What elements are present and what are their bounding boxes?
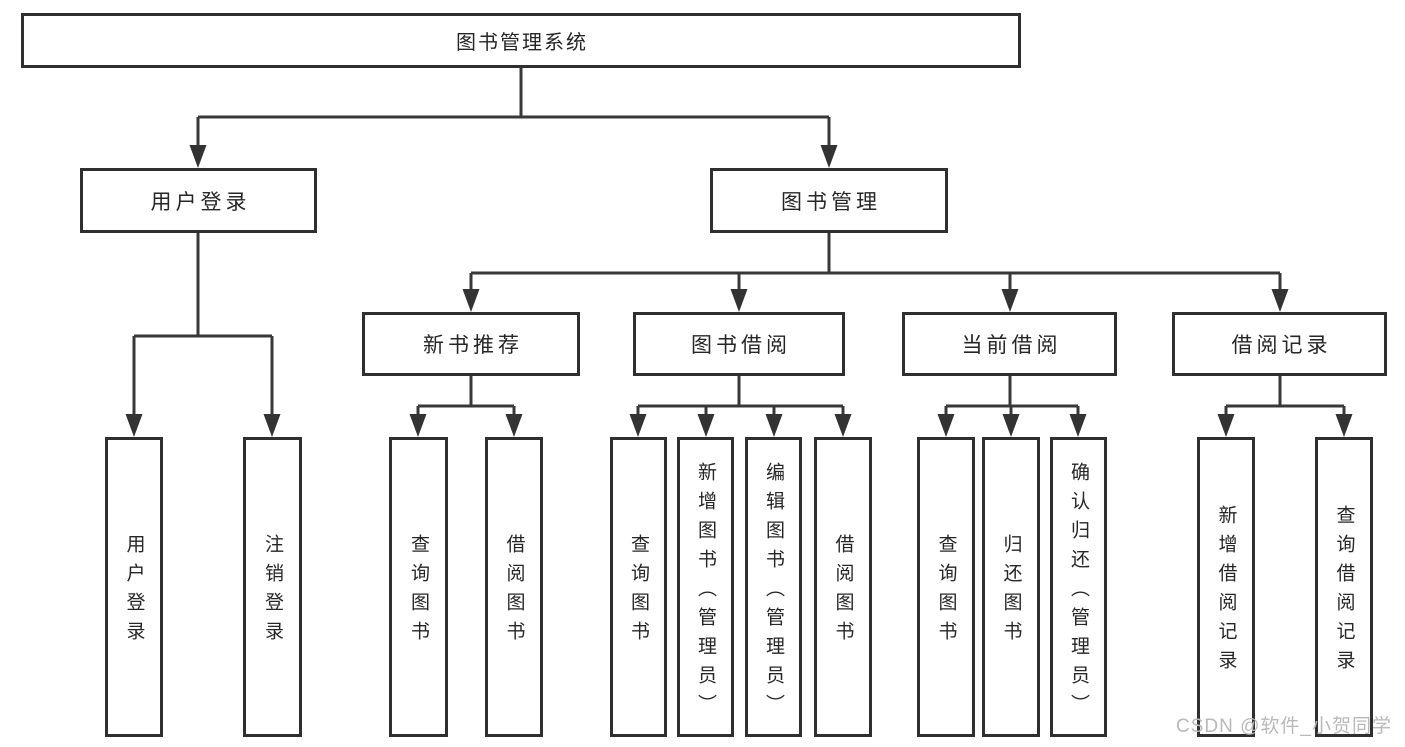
arrowhead-down — [629, 414, 647, 437]
node-label: 图书管理系统 — [456, 32, 588, 54]
node-borrow-records: 借阅记录 — [1172, 312, 1387, 376]
node-current-borrow: 当前借阅 — [902, 312, 1117, 376]
node-label: 新增图书（管理员） — [695, 461, 716, 723]
connector-current-children — [937, 376, 1087, 437]
arrowhead-down — [937, 414, 955, 437]
leaf-user-login: 用户登录 — [105, 437, 163, 737]
node-label: 借阅记录 — [1231, 334, 1332, 357]
arrowhead-down — [1069, 414, 1087, 437]
leaf-add-borrow-record: 新增借阅记录 — [1197, 437, 1255, 737]
arrowhead-down — [263, 414, 281, 437]
connector-recommend-children — [409, 376, 523, 437]
node-label: 查询图书 — [408, 534, 429, 650]
leaf-add-book-admin: 新增图书（管理员） — [677, 437, 734, 737]
leaf-return-books: 归还图书 — [982, 437, 1040, 737]
node-label: 借阅图书 — [832, 534, 854, 650]
node-label: 注销登录 — [262, 534, 283, 650]
connector-borrow-children — [629, 376, 852, 437]
arrowhead-down — [1335, 414, 1353, 437]
node-label: 查询图书 — [628, 534, 649, 650]
arrowhead-down — [125, 414, 143, 437]
arrowhead-down — [1002, 414, 1020, 437]
node-label: 确认归还（管理员） — [1068, 461, 1089, 723]
leaf-borrow-books-2: 借阅图书 — [814, 437, 872, 737]
node-label: 查询借阅记录 — [1333, 505, 1355, 679]
leaf-query-books-3: 查询图书 — [917, 437, 975, 737]
node-label: 图书管理 — [781, 190, 881, 214]
node-label: 用户登录 — [123, 534, 145, 650]
node-label: 用户登录 — [150, 190, 251, 214]
arrowhead-down — [765, 414, 783, 437]
leaf-query-books-2: 查询图书 — [610, 437, 667, 737]
node-label: 图书借阅 — [691, 334, 791, 357]
node-label: 编辑图书（管理员） — [763, 461, 784, 723]
node-label: 新书推荐 — [423, 334, 523, 357]
leaf-query-borrow-record: 查询借阅记录 — [1315, 437, 1373, 737]
arrowhead-down — [697, 414, 715, 437]
leaf-edit-book-admin: 编辑图书（管理员） — [745, 437, 802, 737]
connector-management-to-sections — [462, 233, 1289, 312]
node-label: 归还图书 — [1000, 534, 1022, 650]
node-new-book-recommend: 新书推荐 — [362, 312, 580, 376]
node-label: 新增借阅记录 — [1215, 505, 1237, 679]
arrowhead-down — [462, 289, 480, 312]
arrowhead-down — [409, 414, 427, 437]
node-label: 查询图书 — [935, 534, 957, 650]
leaf-confirm-return-admin: 确认归还（管理员） — [1050, 437, 1107, 737]
leaf-borrow-books-1: 借阅图书 — [485, 437, 543, 737]
arrowhead-down — [820, 145, 838, 168]
connector-root-to-level2 — [189, 68, 838, 168]
arrowhead-down — [505, 414, 523, 437]
node-book-management-branch: 图书管理 — [710, 168, 948, 233]
connector-login-children — [125, 233, 281, 437]
node-root: 图书管理系统 — [21, 13, 1021, 68]
node-label: 当前借阅 — [961, 334, 1062, 357]
connector-records-children — [1217, 376, 1353, 437]
arrowhead-down — [1001, 289, 1019, 312]
arrowhead-down — [1271, 289, 1289, 312]
node-book-borrow: 图书借阅 — [633, 312, 845, 376]
node-label: 借阅图书 — [503, 534, 525, 650]
leaf-query-books-1: 查询图书 — [389, 437, 448, 737]
arrowhead-down — [834, 414, 852, 437]
arrowhead-down — [1217, 414, 1235, 437]
leaf-logout: 注销登录 — [243, 437, 302, 737]
arrowhead-down — [189, 145, 207, 168]
watermark: CSDN @软件_小贺同学 — [1176, 716, 1392, 737]
arrowhead-down — [730, 289, 748, 312]
node-user-login-branch: 用户登录 — [80, 168, 317, 233]
